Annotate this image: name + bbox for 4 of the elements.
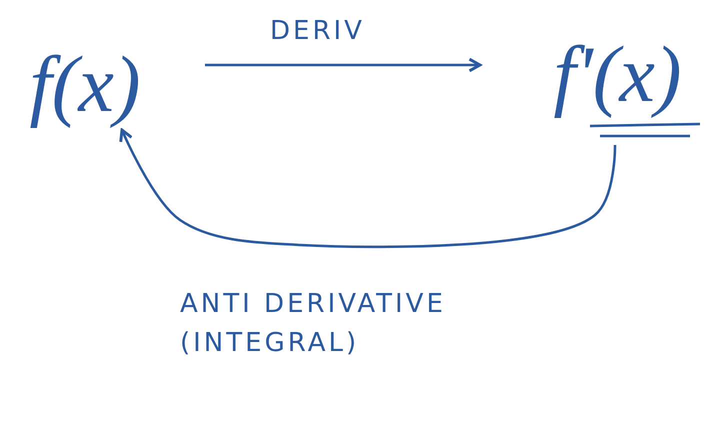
arrow	[205, 58, 482, 72]
function-label: f'(x)	[530, 30, 705, 120]
function-label: f(x)	[10, 40, 160, 130]
arrow	[119, 128, 616, 248]
